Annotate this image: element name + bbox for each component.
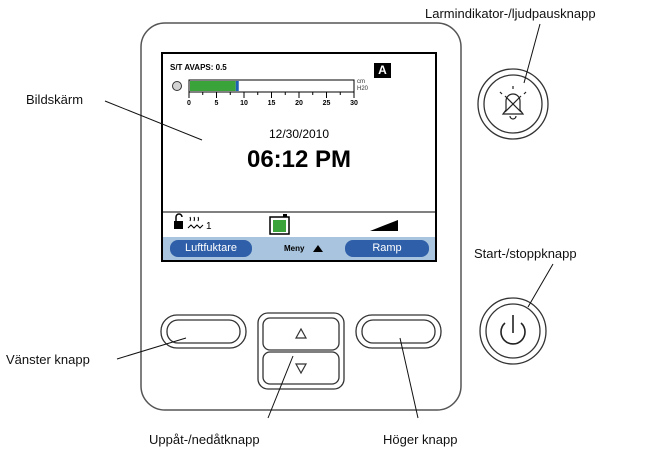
scale-tick-label: 25 [322,100,331,107]
lock-icon [174,213,183,229]
unit-line1: cm [357,79,365,85]
mode-badge: A [378,63,387,77]
humidifier-icon [187,216,204,229]
ramp-icon [370,220,398,231]
up-button[interactable] [262,317,340,351]
scale-tick-label: 10 [240,100,248,107]
alarm-button-callout: Larmindikator-/ljudpausknapp [425,6,596,21]
battery-icon [269,214,290,235]
softkey-right-pill [345,240,429,257]
display-callout: Bildskärm [26,92,84,107]
scale-tick-label: 15 [267,100,276,107]
up-arrow-icon [294,327,308,339]
start-stop-callout: Start-/stoppknapp [474,246,577,261]
mode-badge-box [374,63,391,78]
scale-tick-label: 30 [350,100,358,107]
unit-line2: H20 [357,86,369,92]
down-arrow-icon [294,363,308,375]
up-down-callout: Uppåt-/nedåtknapp [149,432,260,447]
time-display: 06:12 PM [246,146,352,173]
down-button[interactable] [262,351,340,385]
status-circle-icon [172,81,182,91]
mode-label: S/T AVAPS: 0.5 [170,63,227,72]
power-icon [500,315,526,345]
pressure-bar-fill [190,81,236,91]
right-button-callout: Höger knapp [383,432,458,447]
scale-tick-label: 20 [295,100,303,107]
left-button-callout: Vänster knapp [6,352,90,367]
softkey-left-pill [170,240,252,257]
scale-tick-label: 0 [187,100,191,107]
menu-up-arrow-icon [313,245,323,252]
scale-tick-label: 5 [214,100,219,107]
menu-label: Meny [284,244,305,253]
softkey-right-label: Ramp [372,242,402,254]
pressure-scale-ticks [188,92,355,98]
alarm-bell-icon [499,86,527,120]
pressure-bar-marker [235,81,239,91]
leader-lines [104,23,554,419]
date-display: 12/30/2010 [268,127,330,141]
softkey-left-label: Luftfuktare [185,242,237,254]
humidifier-level: 1 [206,221,212,232]
